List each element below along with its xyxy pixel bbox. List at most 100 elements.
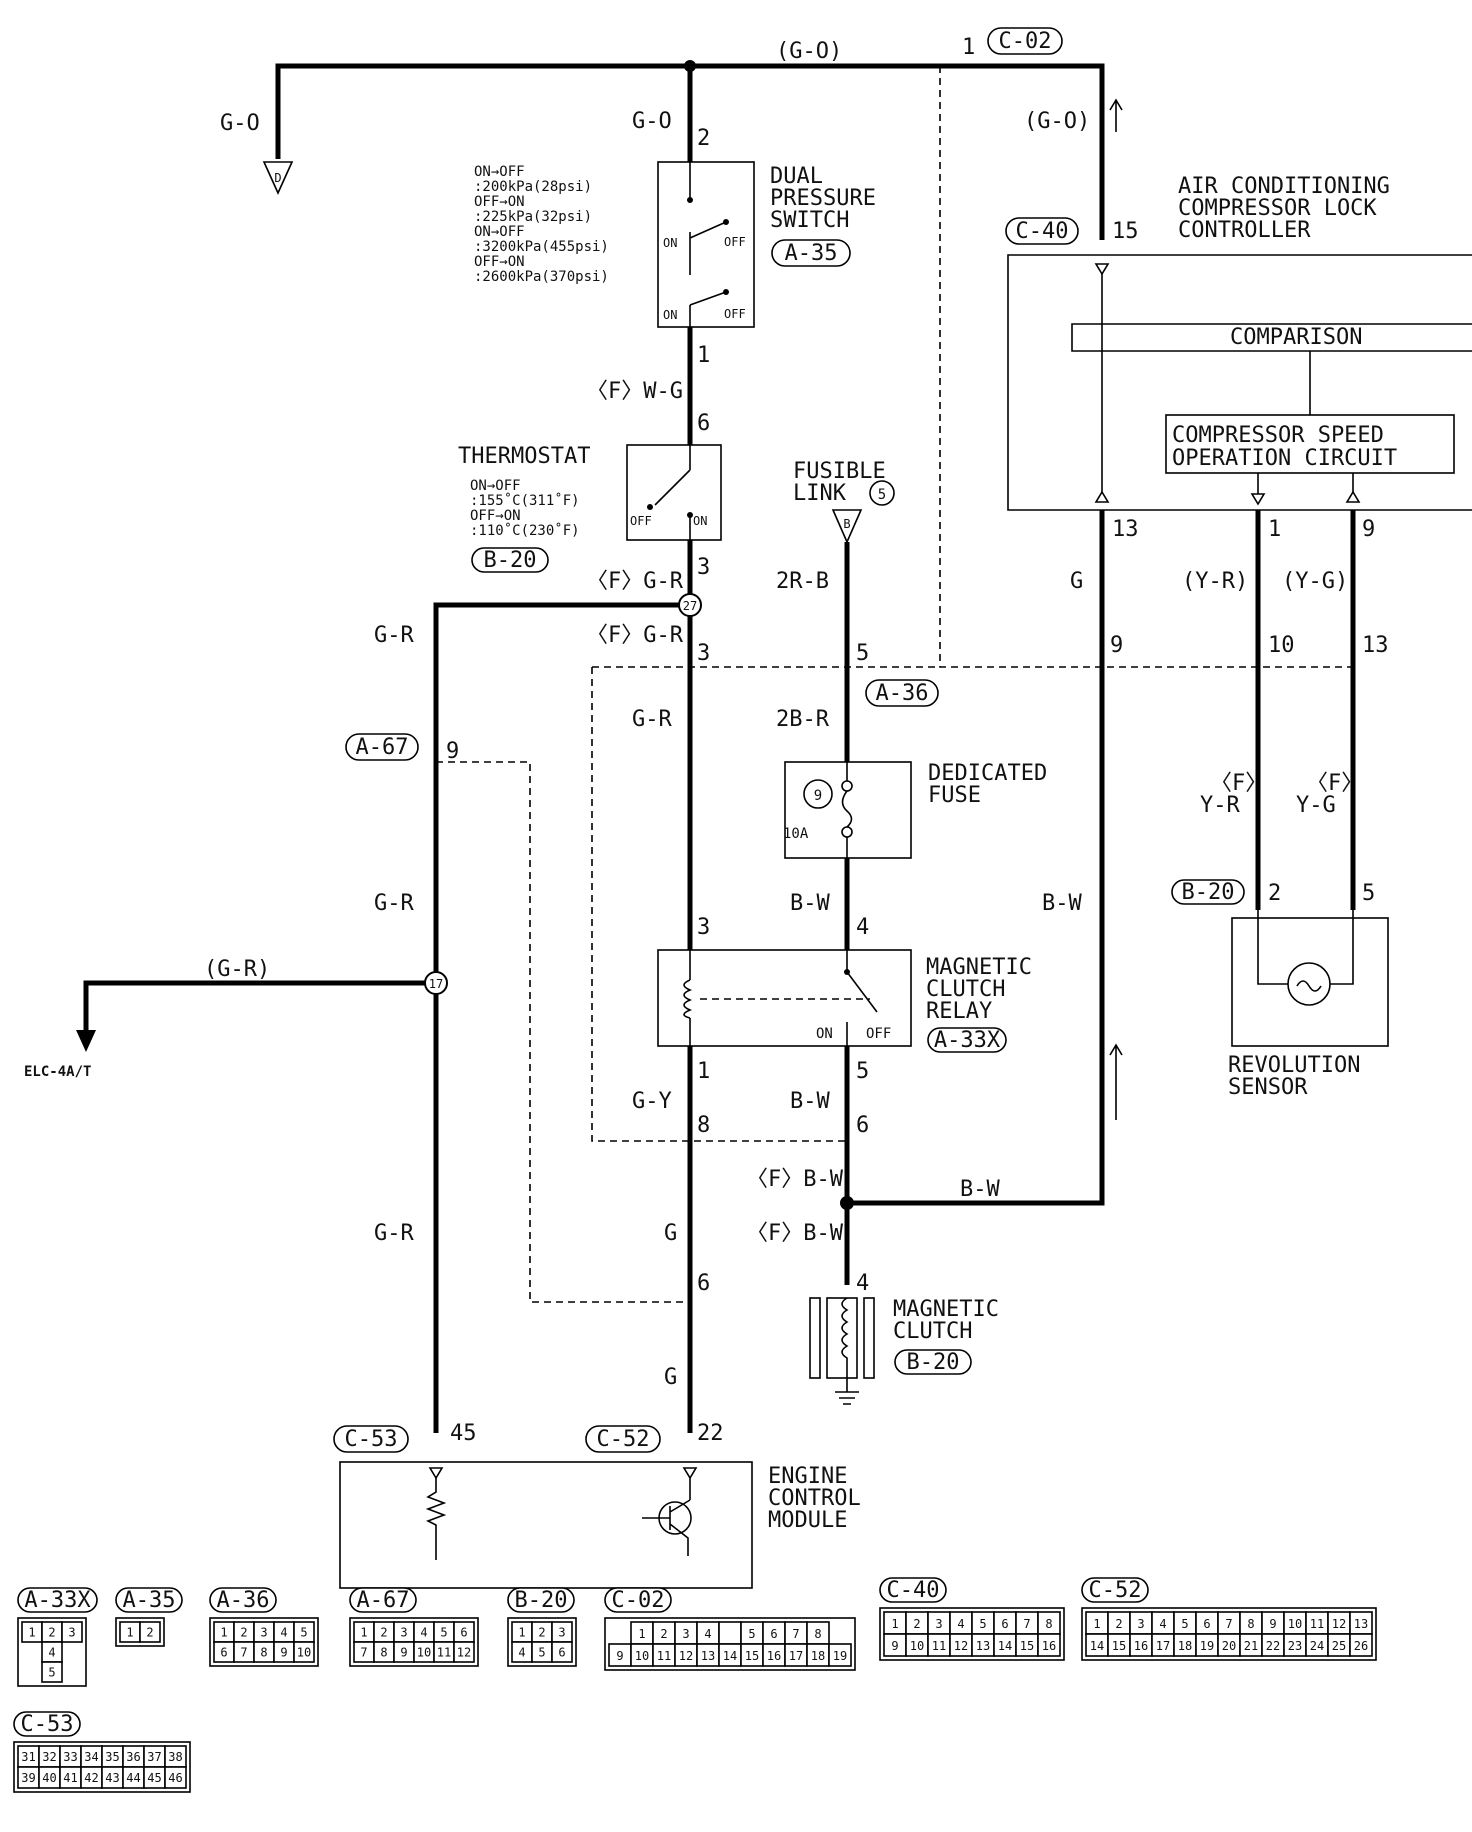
legend-pin: 3	[682, 1627, 689, 1641]
elc-arrow: ELC-4A/T	[24, 1030, 96, 1080]
legend-pin: 4	[280, 1625, 287, 1639]
svg-text:B-20: B-20	[484, 548, 537, 573]
svg-text:PRESSURE: PRESSURE	[770, 186, 876, 211]
magnetic-clutch-relay: ON OFF MAGNETIC CLUTCH RELAY A-33X	[657, 949, 1032, 1053]
legend-pin: 7	[1225, 1617, 1232, 1631]
wire-gr-left	[433, 602, 690, 1433]
legend-pin: 39	[21, 1771, 35, 1785]
svg-text:FUSE: FUSE	[928, 783, 981, 808]
ac-controller: AIR CONDITIONING COMPRESSOR LOCK CONTROL…	[1007, 174, 1472, 511]
legend-pin: 3	[558, 1625, 565, 1639]
legend-pin: 10	[297, 1645, 311, 1659]
legend-pin: 9	[280, 1645, 287, 1659]
engine-control-module: ENGINE CONTROL MODULE	[339, 1461, 861, 1589]
legend-pin: 8	[380, 1645, 387, 1659]
legend-pin: 11	[437, 1645, 451, 1659]
svg-text:2: 2	[697, 126, 710, 151]
legend-pin: 11	[657, 1649, 671, 1663]
legend-pin: 1	[360, 1625, 367, 1639]
svg-text:A-36: A-36	[876, 681, 929, 706]
svg-text:OFF: OFF	[630, 514, 652, 528]
svg-text:(G-O): (G-O)	[1024, 109, 1090, 134]
svg-text:B-W: B-W	[790, 891, 830, 916]
legend-pin: 2	[380, 1625, 387, 1639]
legend-pin: 4	[420, 1625, 427, 1639]
svg-text:3: 3	[697, 641, 710, 666]
legend-pin: 12	[457, 1645, 471, 1659]
legend-pin: 11	[1310, 1617, 1324, 1631]
legend-pin: 33	[63, 1750, 77, 1764]
svg-text:5: 5	[878, 487, 886, 503]
svg-text:CONTROL: CONTROL	[768, 1486, 861, 1511]
svg-text:AIR CONDITIONING: AIR CONDITIONING	[1178, 174, 1390, 199]
legend-pin: 32	[42, 1750, 56, 1764]
svg-text:4: 4	[856, 915, 869, 940]
legend-pin: 37	[147, 1750, 161, 1764]
legend-pin: 2	[660, 1627, 667, 1641]
svg-text:9: 9	[1362, 517, 1375, 542]
svg-text::110˚C(230˚F): :110˚C(230˚F)	[470, 522, 580, 539]
legend-pin: 6	[1203, 1617, 1210, 1631]
svg-text:CLUTCH: CLUTCH	[893, 1319, 972, 1344]
svg-text::2600kPa(370psi): :2600kPa(370psi)	[474, 269, 609, 285]
svg-text:1: 1	[1268, 517, 1281, 542]
svg-text:ON: ON	[663, 308, 677, 322]
svg-text:ON: ON	[663, 236, 677, 250]
svg-text:FUSIBLE: FUSIBLE	[793, 459, 886, 484]
legend-pin: 6	[460, 1625, 467, 1639]
svg-text:THERMOSTAT: THERMOSTAT	[458, 444, 590, 469]
legend-pin: 9	[891, 1639, 898, 1653]
legend-pin: 8	[814, 1627, 821, 1641]
legend-tag: A-33X	[24, 1588, 91, 1613]
legend-pin: 3	[260, 1625, 267, 1639]
legend-pin: 10	[417, 1645, 431, 1659]
legend-tag: B-20	[515, 1588, 568, 1613]
legend-pin: 13	[701, 1649, 715, 1663]
svg-text:13: 13	[1112, 517, 1139, 542]
svg-text:(Y-G): (Y-G)	[1282, 569, 1348, 594]
thermostat: OFF ON THERMOSTAT ON→OFF :155˚C(311˚F) O…	[458, 444, 722, 573]
legend-pin: 8	[1247, 1617, 1254, 1631]
legend-pin: 42	[84, 1771, 98, 1785]
svg-text:A-33X: A-33X	[934, 1028, 1001, 1053]
legend-tag: A-67	[357, 1588, 410, 1613]
svg-text:10A: 10A	[783, 826, 809, 842]
legend-pin: 10	[635, 1649, 649, 1663]
direction-arrows	[1109, 98, 1123, 1120]
legend-pin: 1	[126, 1625, 133, 1639]
svg-text:〈F〉B-W: 〈F〉B-W	[746, 1167, 844, 1192]
legend-tag: C-40	[887, 1578, 940, 1603]
legend-pin: 17	[789, 1649, 803, 1663]
svg-text:1: 1	[697, 343, 710, 368]
svg-text:〈F〉G-R: 〈F〉G-R	[586, 623, 684, 648]
svg-text::225kPa(32psi): :225kPa(32psi)	[474, 209, 592, 225]
legend-pin: 2	[146, 1625, 153, 1639]
legend-pin: 9	[400, 1645, 407, 1659]
legend-pin: 22	[1266, 1639, 1280, 1653]
legend-pin: 18	[1178, 1639, 1192, 1653]
legend-pin: 24	[1310, 1639, 1324, 1653]
legend-pin: 12	[954, 1639, 968, 1653]
legend-pin: 44	[126, 1771, 140, 1785]
legend-pin: 11	[932, 1639, 946, 1653]
legend-pin: 34	[84, 1750, 98, 1764]
svg-text:6: 6	[697, 411, 710, 436]
svg-text:2R-B: 2R-B	[776, 569, 829, 594]
svg-text::155˚C(311˚F): :155˚C(311˚F)	[470, 492, 580, 509]
svg-text:10: 10	[1268, 633, 1295, 658]
svg-text:2: 2	[1268, 881, 1281, 906]
legend-pin: 6	[558, 1645, 565, 1659]
dedicated-fuse: 9 10A DEDICATED FUSE	[783, 761, 1047, 859]
legend-pin: 1	[28, 1625, 35, 1639]
wire-bw-horiz	[847, 510, 1105, 1206]
svg-text:G-R: G-R	[632, 707, 672, 732]
pin-numbers: 1 2 1 6 3 3 5 9 3 4 1 5 8 6 6 4 45 22 15…	[446, 35, 1389, 1446]
legend-pin: 2	[913, 1617, 920, 1631]
svg-text:MAGNETIC: MAGNETIC	[926, 955, 1032, 980]
legend-pin: 3	[1137, 1617, 1144, 1631]
svg-text:B-W: B-W	[790, 1089, 830, 1114]
